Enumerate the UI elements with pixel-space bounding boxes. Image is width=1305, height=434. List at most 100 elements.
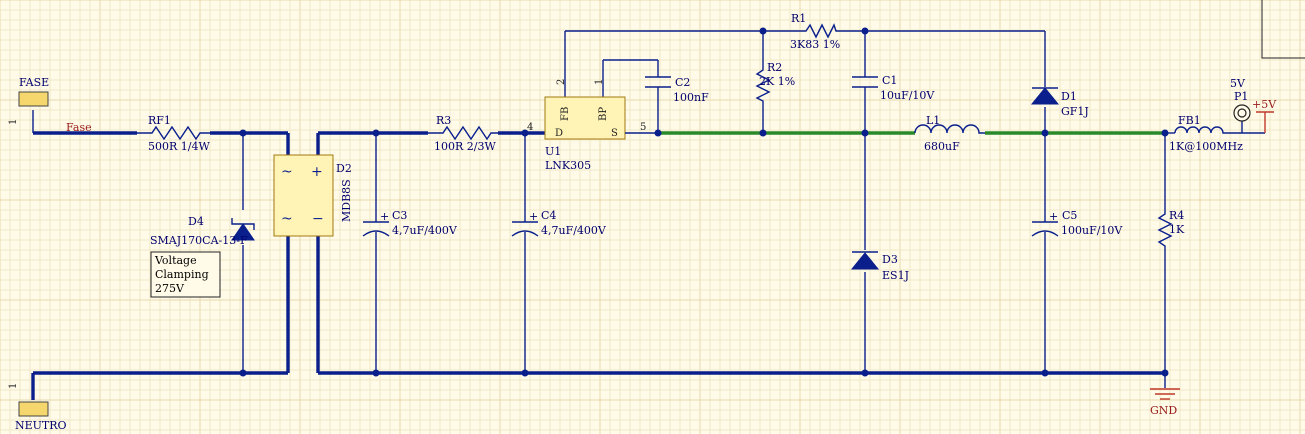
l1-value: 680uF	[924, 140, 960, 153]
port-fase[interactable]: FASE 1	[8, 76, 49, 125]
u1-pin-d: D	[555, 128, 563, 139]
d4-bar	[231, 218, 255, 230]
junction	[372, 129, 380, 137]
d2-ref: D2	[336, 162, 352, 175]
d3-triangle	[850, 252, 880, 270]
u1-body	[544, 96, 626, 140]
c3-ref: C3	[392, 209, 407, 222]
d1-ref: D1	[1061, 90, 1077, 103]
net-label-fase: Fase	[66, 121, 92, 134]
p1-ring-inner	[1237, 108, 1247, 118]
u1-pin-4-num: 4	[527, 122, 533, 133]
c5-plus: +	[1049, 210, 1058, 223]
c1-ref: C1	[882, 74, 897, 87]
d1-value: GF1J	[1061, 105, 1089, 118]
sheet-title-frame	[1261, 0, 1305, 59]
capacitor-c2[interactable]: C2 100nF	[645, 76, 709, 104]
gnd-label: GND	[1150, 404, 1177, 417]
c5-plate-bottom	[1031, 230, 1059, 237]
d2-ac-symbol-2: ~	[281, 211, 293, 227]
u1-value: LNK305	[545, 159, 591, 172]
connector-p1[interactable]: 5V P1	[1230, 77, 1251, 122]
u1-ref: U1	[545, 145, 561, 158]
d3-ref: D3	[882, 253, 898, 266]
fb1-coil	[1174, 126, 1225, 134]
junction	[759, 27, 767, 35]
diode-d1[interactable]: D1 GF1J	[1030, 87, 1089, 118]
resistor-r4-body	[1157, 210, 1173, 252]
c2-ref: C2	[675, 76, 690, 89]
port-neutro-pin: 1	[8, 383, 19, 389]
resistor-r1[interactable]: R1 3K83 1%	[790, 12, 840, 51]
c3-plus: +	[380, 210, 389, 223]
ferrite-bead-fb1[interactable]: FB1 1K@100MHz	[1169, 114, 1243, 153]
voltage-clamping-note: Voltage Clamping 275V	[150, 251, 221, 298]
rf1-value: 500R 1/4W	[148, 140, 210, 153]
r2-value: 2K 1%	[759, 75, 795, 88]
ic-u1[interactable]: FB BP D S 2 1 4 5 U1 LNK305	[527, 79, 658, 172]
junction	[239, 129, 247, 137]
c4-ref: C4	[541, 209, 556, 222]
capacitor-c3[interactable]: + C3 4,7uF/400V	[362, 209, 458, 237]
c4-plate-bottom	[511, 230, 539, 237]
resistor-r3-body	[428, 125, 498, 141]
d2-body	[273, 154, 334, 237]
junction	[861, 369, 869, 377]
note-box	[150, 251, 221, 298]
u1-pin-2-num: 2	[556, 79, 567, 85]
junction	[861, 27, 869, 35]
note-line-3: 275V	[155, 282, 185, 295]
diode-d3[interactable]: D3 ES1J	[850, 251, 909, 282]
c4-value: 4,7uF/400V	[541, 224, 607, 237]
r4-value: 1K	[1169, 223, 1185, 236]
r1-ref: R1	[791, 12, 806, 25]
bridge-rectifier-d2[interactable]: ~ ~ + − D2 MDB8S	[273, 154, 353, 237]
capacitor-c1[interactable]: C1 10uF/10V	[852, 74, 935, 102]
junction	[1041, 369, 1049, 377]
resistor-r4[interactable]: R4 1K	[1157, 209, 1185, 252]
p1-ring-outer	[1233, 104, 1251, 122]
l1-coil	[914, 124, 985, 134]
u1-pin-5-num: 5	[640, 122, 646, 133]
note-line-2: Clamping	[155, 268, 209, 281]
tvs-diode-d4[interactable]: D4 SMAJ170CA-13-F	[150, 215, 255, 247]
port-neutro[interactable]: NEUTRO 1	[8, 383, 67, 432]
resistor-rf1[interactable]: RF1 500R 1/4W	[137, 114, 210, 153]
capacitor-c4[interactable]: + C4 4,7uF/400V	[511, 209, 607, 237]
capacitor-c5[interactable]: + C5 100uF/10V	[1031, 209, 1123, 237]
l1-ref: L1	[926, 114, 940, 127]
power-port-5v[interactable]: +5V	[1252, 98, 1277, 133]
inductor-l1[interactable]: L1 680uF	[914, 114, 985, 153]
d2-minus-symbol: −	[312, 211, 324, 227]
u1-pin-s: S	[611, 128, 618, 139]
junction	[861, 129, 869, 137]
fb1-value: 1K@100MHz	[1169, 140, 1243, 153]
junction	[239, 369, 247, 377]
resistor-r3[interactable]: R3 100R 2/3W	[428, 114, 498, 153]
port-neutro-flag	[18, 401, 49, 417]
resistor-r2[interactable]: R2 2K 1%	[755, 61, 795, 105]
resistor-rf1-body	[137, 125, 210, 141]
u1-pin-fb: FB	[560, 107, 571, 121]
port-neutro-label: NEUTRO	[15, 419, 67, 432]
fb1-ref: FB1	[1178, 114, 1201, 127]
port-fase-label: FASE	[19, 76, 49, 89]
r4-ref: R4	[1169, 209, 1184, 222]
p1-value: 5V	[1230, 77, 1246, 90]
resistor-r1-body	[798, 23, 838, 39]
d4-triangle	[231, 223, 255, 241]
pwr-5v-label: +5V	[1252, 98, 1277, 111]
d1-triangle	[1030, 87, 1060, 105]
d2-plus-symbol: +	[311, 164, 323, 180]
junction	[1161, 369, 1169, 377]
junction	[372, 369, 380, 377]
rf1-ref: RF1	[148, 114, 171, 127]
c1-value: 10uF/10V	[880, 89, 935, 102]
port-fase-pin: 1	[8, 119, 19, 125]
r1-value: 3K83 1%	[790, 38, 840, 51]
ground-symbol[interactable]: GND	[1150, 388, 1180, 417]
d2-ac-symbol-1: ~	[281, 164, 293, 180]
d4-ref: D4	[188, 215, 204, 228]
